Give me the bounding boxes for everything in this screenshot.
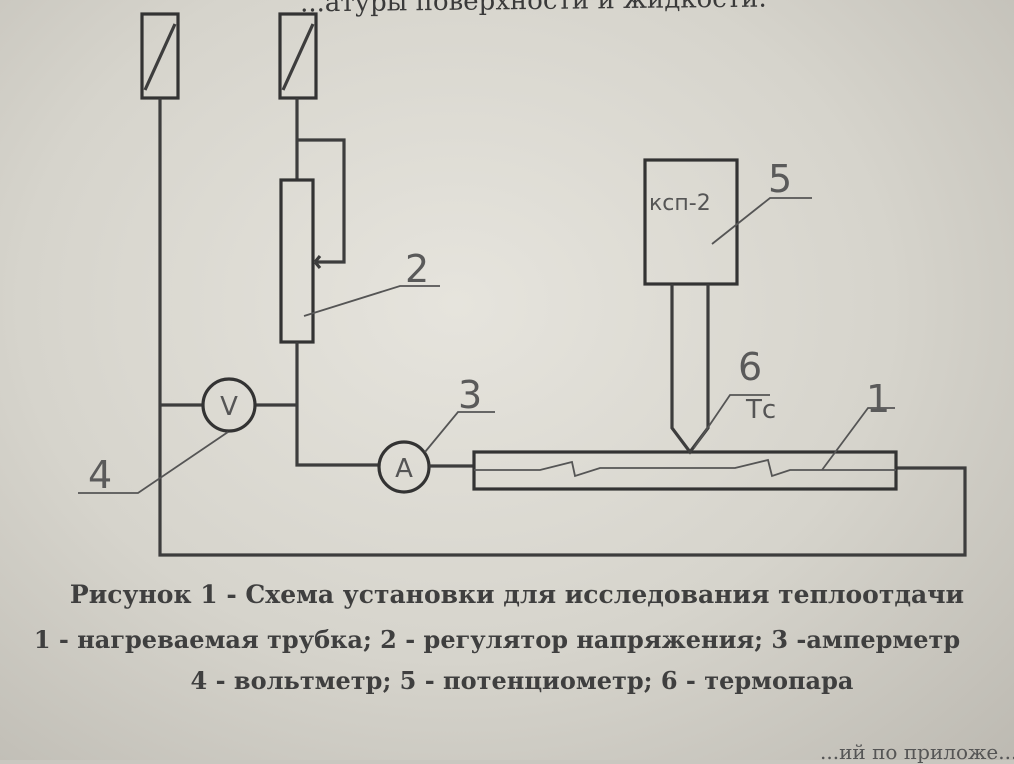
label-6: 6 bbox=[738, 345, 762, 389]
label-tc: Тс bbox=[745, 395, 776, 425]
leader-5 bbox=[711, 197, 812, 245]
label-3: 3 bbox=[458, 373, 482, 417]
leader-1 bbox=[821, 407, 895, 471]
figure-caption-title: Рисунок 1 - Схема установки для исследов… bbox=[69, 580, 965, 609]
label-2: 2 bbox=[405, 247, 429, 291]
thermocouple bbox=[670, 284, 710, 455]
footer-text-fragment: ...ий по приложе... bbox=[820, 740, 1014, 764]
ammeter-symbol: A bbox=[395, 454, 413, 484]
label-5: 5 bbox=[768, 157, 792, 201]
figure-caption-legend-2: 4 - вольтметр; 5 - потенциометр; 6 - тер… bbox=[190, 666, 854, 695]
figure-caption-legend-1: 1 - нагреваемая трубка; 2 - регулятор на… bbox=[33, 625, 961, 654]
wire-left-vertical bbox=[158, 98, 967, 557]
wire-regulator-to-ammeter bbox=[295, 342, 380, 467]
power-terminal-right bbox=[278, 12, 318, 100]
voltmeter-symbol: V bbox=[220, 392, 238, 422]
leader-2 bbox=[303, 285, 440, 317]
leader-3 bbox=[424, 411, 495, 453]
leader-6 bbox=[693, 394, 770, 449]
ammeter: A bbox=[377, 440, 474, 494]
voltage-regulator bbox=[279, 138, 346, 344]
potentiometer-model: ксп-2 bbox=[649, 191, 711, 216]
potentiometer: ксп-2 bbox=[643, 158, 739, 286]
voltmeter: V bbox=[160, 377, 297, 433]
power-terminal-left bbox=[140, 12, 180, 100]
label-1: 1 bbox=[866, 377, 890, 421]
heated-tube bbox=[472, 450, 898, 491]
label-4: 4 bbox=[88, 453, 112, 497]
leader-4 bbox=[78, 431, 229, 494]
